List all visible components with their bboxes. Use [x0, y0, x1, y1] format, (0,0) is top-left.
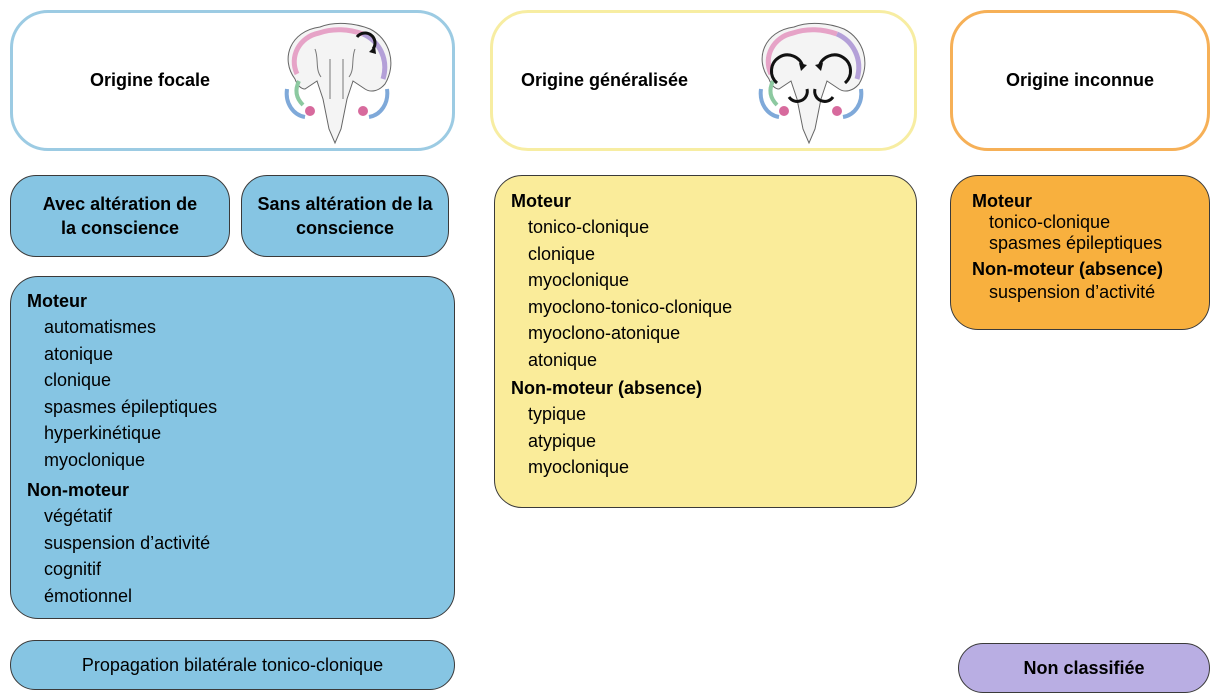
list-item: suspension d’activité: [44, 532, 211, 553]
list-item: myoclonique: [528, 270, 630, 290]
focal-onset-header: Origine focale: [10, 10, 455, 151]
focal-types-panel: Moteur automatismes atonique clonique sp…: [10, 276, 455, 619]
impaired-awareness-button[interactable]: Avec altération de la conscience: [10, 175, 230, 257]
unclassified-button[interactable]: Non classifiée: [958, 643, 1210, 693]
list-item: végétatif: [44, 506, 113, 526]
generalized-nonmotor-title: Non-moteur (absence): [511, 378, 703, 398]
impaired-awareness-label: Avec altération de la conscience: [42, 194, 198, 238]
unknown-nonmotor-title: Non-moteur (absence): [972, 259, 1164, 279]
unknown-motor-title: Moteur: [972, 191, 1032, 211]
focal-motor-title: Moteur: [27, 291, 87, 311]
unclassified-label: Non classifiée: [1023, 658, 1145, 678]
list-item: clonique: [528, 243, 596, 264]
focal-nonmotor-title: Non-moteur: [27, 480, 129, 500]
list-item: typique: [528, 404, 587, 424]
list-item: atypique: [528, 430, 597, 451]
unknown-onset-header: Origine inconnue: [950, 10, 1210, 151]
list-item: tonico-clonique: [528, 217, 650, 237]
list-item: automatismes: [44, 317, 157, 337]
generalized-motor-title: Moteur: [511, 191, 571, 211]
list-item: spasmes épileptiques: [989, 233, 1163, 253]
list-item: spasmes épileptiques: [44, 396, 218, 417]
list-item: myoclonique: [44, 449, 146, 470]
list-item: cognitif: [44, 559, 102, 579]
generalized-types-panel: Moteur tonico-clonique clonique myocloni…: [494, 175, 917, 508]
brain-focal-icon: [284, 22, 392, 145]
unknown-onset-title: Origine inconnue: [1005, 70, 1154, 90]
aware-label: Sans altération de la conscience: [257, 194, 433, 238]
brain-generalized-icon: [758, 22, 866, 145]
focal-onset-title: Origine focale: [90, 70, 211, 90]
generalized-onset-title: Origine généralisée: [521, 70, 689, 90]
unknown-types-panel: Moteur tonico-clonique spasmes épileptiq…: [950, 175, 1210, 330]
list-item: suspension d’activité: [989, 282, 1156, 302]
generalized-onset-header: Origine généralisée: [490, 10, 917, 151]
list-item: hyperkinétique: [44, 423, 162, 443]
list-item: clonique: [44, 370, 112, 390]
bilateral-tonic-clonic-button[interactable]: Propagation bilatérale tonico-clonique: [10, 640, 455, 690]
list-item: atonique: [528, 349, 598, 370]
list-item: émotionnel: [44, 585, 133, 606]
list-item: myoclono-atonique: [528, 323, 681, 343]
list-item: tonico-clonique: [989, 212, 1111, 232]
list-item: myoclonique: [528, 457, 630, 477]
bilateral-tonic-clonic-label: Propagation bilatérale tonico-clonique: [81, 655, 384, 675]
aware-button[interactable]: Sans altération de la conscience: [241, 175, 449, 257]
list-item: myoclono-tonico-clonique: [528, 296, 733, 317]
list-item: atonique: [44, 343, 114, 364]
